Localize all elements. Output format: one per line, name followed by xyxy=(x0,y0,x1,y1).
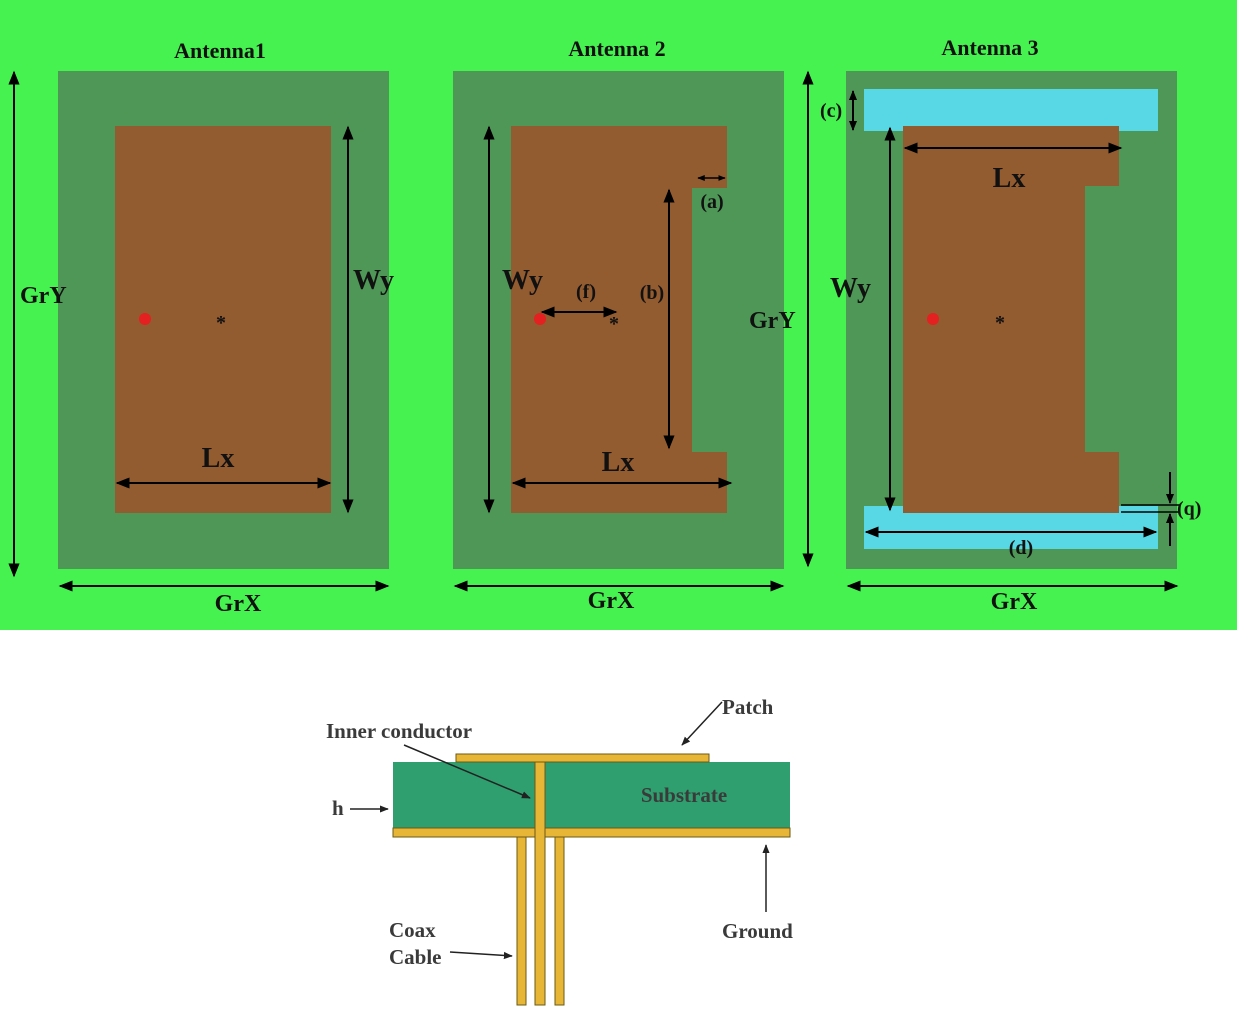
antenna-2-slot-width-label: (a) xyxy=(700,191,723,213)
inner-conductor-pointer xyxy=(403,744,531,799)
antenna-2-slot-length-label: (b) xyxy=(640,282,664,304)
antenna-panel: Antenna1 * GrY Wy Lx GrX Antenna 2 * (f)… xyxy=(0,0,1237,630)
antenna-2-wy-label: Wy xyxy=(502,265,543,296)
antenna-2-center-mark: * xyxy=(609,313,619,335)
antenna-3-strip-gap-label: (q) xyxy=(1177,498,1201,520)
antenna-3-center-mark: * xyxy=(995,312,1005,334)
height-label: h xyxy=(332,796,344,820)
antenna-3-grx-label: GrX xyxy=(991,589,1038,615)
antenna-2-feed-offset-label: (f) xyxy=(576,281,596,303)
antenna-3-slotted-patch xyxy=(903,126,1119,513)
antenna-1-gry-label: GrY xyxy=(20,283,67,309)
coax-outer-left xyxy=(516,836,527,1006)
antenna-1-center-mark: * xyxy=(216,312,226,334)
antenna-3-lx-label: Lx xyxy=(993,163,1026,194)
antenna-3-wy-label: Wy xyxy=(830,273,871,304)
inner-conductor-label: Inner conductor xyxy=(326,719,472,743)
cross-section-diagram: Patch Inner conductor Substrate h Ground… xyxy=(326,695,793,1006)
antenna-3-strip-width-label: (c) xyxy=(820,100,842,122)
antenna-1-grx-label: GrX xyxy=(215,591,262,617)
substrate-label: Substrate xyxy=(641,783,727,807)
antenna-1-feed-point xyxy=(139,313,151,325)
antenna-2-title: Antenna 2 xyxy=(568,36,665,61)
antenna-2-gry-label: GrY xyxy=(749,308,796,334)
antenna-2: Antenna 2 * (f) Wy (b) (a) Lx GrY GrX xyxy=(453,36,814,614)
antenna-2-lx-label: Lx xyxy=(602,447,635,478)
inner-conductor xyxy=(534,761,546,1006)
antenna-3: Antenna 3 * (c) Lx Wy (d) (q) GrX xyxy=(820,35,1201,615)
antenna-3-feed-point xyxy=(927,313,939,325)
patch-layer xyxy=(455,753,710,763)
antenna-1-patch xyxy=(115,126,331,513)
ground-label: Ground xyxy=(722,919,793,943)
antenna-3-title: Antenna 3 xyxy=(941,35,1038,60)
antenna-1-wy-label: Wy xyxy=(353,265,394,296)
coax-outer-right xyxy=(554,836,565,1006)
coax-cable-label-line2: Cable xyxy=(389,945,442,969)
antenna-3-top-parasitic-strip xyxy=(864,89,1158,131)
antenna-3-strip-length-label: (d) xyxy=(1009,537,1033,559)
coax-cable-pointer xyxy=(449,951,513,960)
coax-cable-label-line1: Coax xyxy=(389,918,436,942)
patch-pointer xyxy=(681,701,723,746)
patch-label: Patch xyxy=(722,695,774,719)
ground-layer xyxy=(392,827,791,838)
substrate-layer xyxy=(393,762,790,828)
antenna-1-lx-label: Lx xyxy=(202,443,235,474)
antenna-1-title: Antenna1 xyxy=(174,38,266,63)
antenna-1: Antenna1 * GrY Wy Lx GrX xyxy=(8,38,394,617)
antenna-2-feed-point xyxy=(534,313,546,325)
antenna-2-grx-label: GrX xyxy=(588,588,635,614)
